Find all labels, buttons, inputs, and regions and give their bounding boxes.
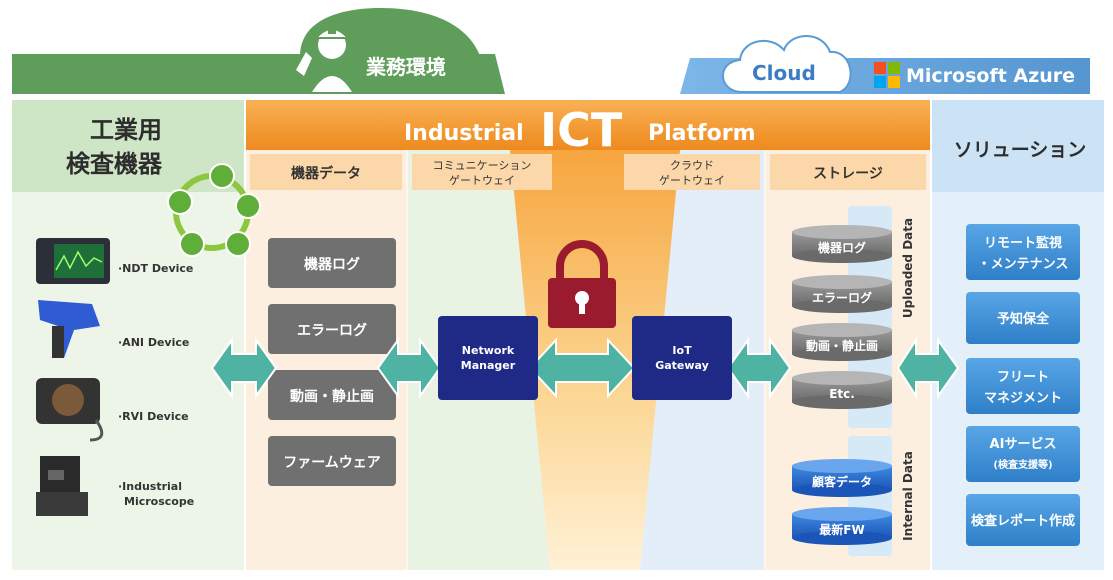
device-data-list: 機器ログ エラーログ 動画・静止画 ファームウェア [268,238,396,486]
work-env-label: 業務環境 [366,55,446,79]
device-label-ani: ·ANI Device [118,336,189,349]
storage-header: ストレージ [813,166,883,182]
platform-title-bar [246,100,930,150]
device-data-item: ファームウェア [283,455,381,471]
left-title-line2: 検査機器 [66,150,163,178]
worker-icon [296,28,352,92]
device-data-item-box [268,436,396,486]
device-data-header: 機器データ [291,165,361,182]
device-data-item: 機器ログ [304,256,360,273]
device-data-item: 動画・静止画 [290,388,374,405]
storage-cylinder: 機器ログ [792,225,892,263]
solution-item-line1: フリート [997,370,1049,385]
left-title-line1: 工業用 [90,116,162,144]
internal-data-list: 顧客データ 最新FW [792,459,892,545]
uploaded-data-item: Etc. [829,387,855,401]
rvi-device-image [36,378,104,442]
storage-cylinder: 顧客データ [792,459,892,497]
uploaded-data-list: 機器ログ エラーログ 動画・静止画 Etc. [792,225,892,409]
solutions-header: ソリューション [954,139,1087,161]
storage-cylinder: 動画・静止画 [792,323,892,361]
solution-item-line2: (検査支援等) [993,458,1052,471]
solution-item-line2: ・メンテナンス [978,257,1069,272]
cloud-gateway-header-line1: クラウド [670,159,714,172]
solution-item-box [966,426,1080,482]
device-data-item-box [268,304,396,354]
platform-title-suffix: Platform [648,121,756,146]
internal-data-label: Internal Data [901,451,915,541]
network-manager-line1: Network [462,344,515,357]
azure-label: Microsoft Azure [906,65,1075,87]
microscope-image [36,456,88,516]
storage-cylinder: エラーログ [792,275,892,313]
device-data-item-box [268,370,396,420]
device-label-ndt: ·NDT Device [118,262,193,275]
device-data-column [246,150,406,570]
device-label-rvi: ·RVI Device [118,410,189,423]
solution-item-box [966,224,1080,280]
network-manager-box [438,316,538,400]
solution-item-line1: 予知保全 [997,311,1050,327]
double-arrow-icon [210,336,278,400]
ani-device-image [38,300,100,358]
internal-data-item: 最新FW [819,522,864,537]
cloud-banner: Cloud Microsoft Azure [680,35,1090,94]
lock-icon [548,240,616,328]
double-arrow-icon [726,336,792,400]
network-manager-line2: Manager [461,359,516,372]
solution-item-line1: リモート監視 [984,235,1062,251]
solution-item-line1: AIサービス [990,436,1057,452]
comm-gateway-header-bg [412,154,552,190]
comm-gateway-header-line2: ゲートウェイ [449,174,515,187]
solution-item-box [966,358,1080,414]
uploaded-data-item: 機器ログ [818,240,866,255]
solution-item-box [966,292,1080,344]
microsoft-logo-icon [874,62,900,88]
cloud-icon [722,35,852,93]
iot-gateway-line2: Gateway [655,359,709,372]
device-data-header-bg [250,154,402,190]
uploaded-data-item: エラーログ [812,290,872,305]
device-data-item-box [268,238,396,288]
storage-cylinder: 最新FW [792,507,892,545]
device-label-microscope-line1: ·Industrial [118,480,182,493]
solutions-list: リモート監視 ・メンテナンス 予知保全 フリート マネジメント AIサービス (… [966,224,1080,546]
storage-header-bg [770,154,926,190]
solution-item-line1: 検査レポート作成 [971,513,1075,529]
platform-title-main: ICT [540,103,623,157]
double-arrow-icon [896,336,960,400]
right-header-bg [932,100,1104,192]
platform-title-prefix: Industrial [404,121,524,146]
uploaded-data-item: 動画・静止画 [806,338,878,353]
device-label-microscope-line2: Microscope [124,495,194,508]
internal-data-item: 顧客データ [812,474,872,489]
data-flow-arrows [210,336,960,400]
storage-cylinder: Etc. [792,371,892,409]
solution-item-box [966,494,1080,546]
ndt-device-image [36,238,110,284]
iot-gateway-line1: IoT [672,344,692,357]
cloud-gateway-header-bg [624,154,760,190]
solution-item-line2: マネジメント [984,391,1062,406]
device-data-item: エラーログ [297,322,367,339]
iot-gateway-box [632,316,732,400]
uploaded-data-label: Uploaded Data [901,218,915,318]
cloud-gateway-header-line2: ゲートウェイ [659,174,725,187]
work-env-banner: 業務環境 [12,8,505,94]
cycle-icon [167,163,261,257]
comm-gateway-header-line1: コミュニケーション [433,159,532,172]
cloud-label: Cloud [752,61,816,85]
